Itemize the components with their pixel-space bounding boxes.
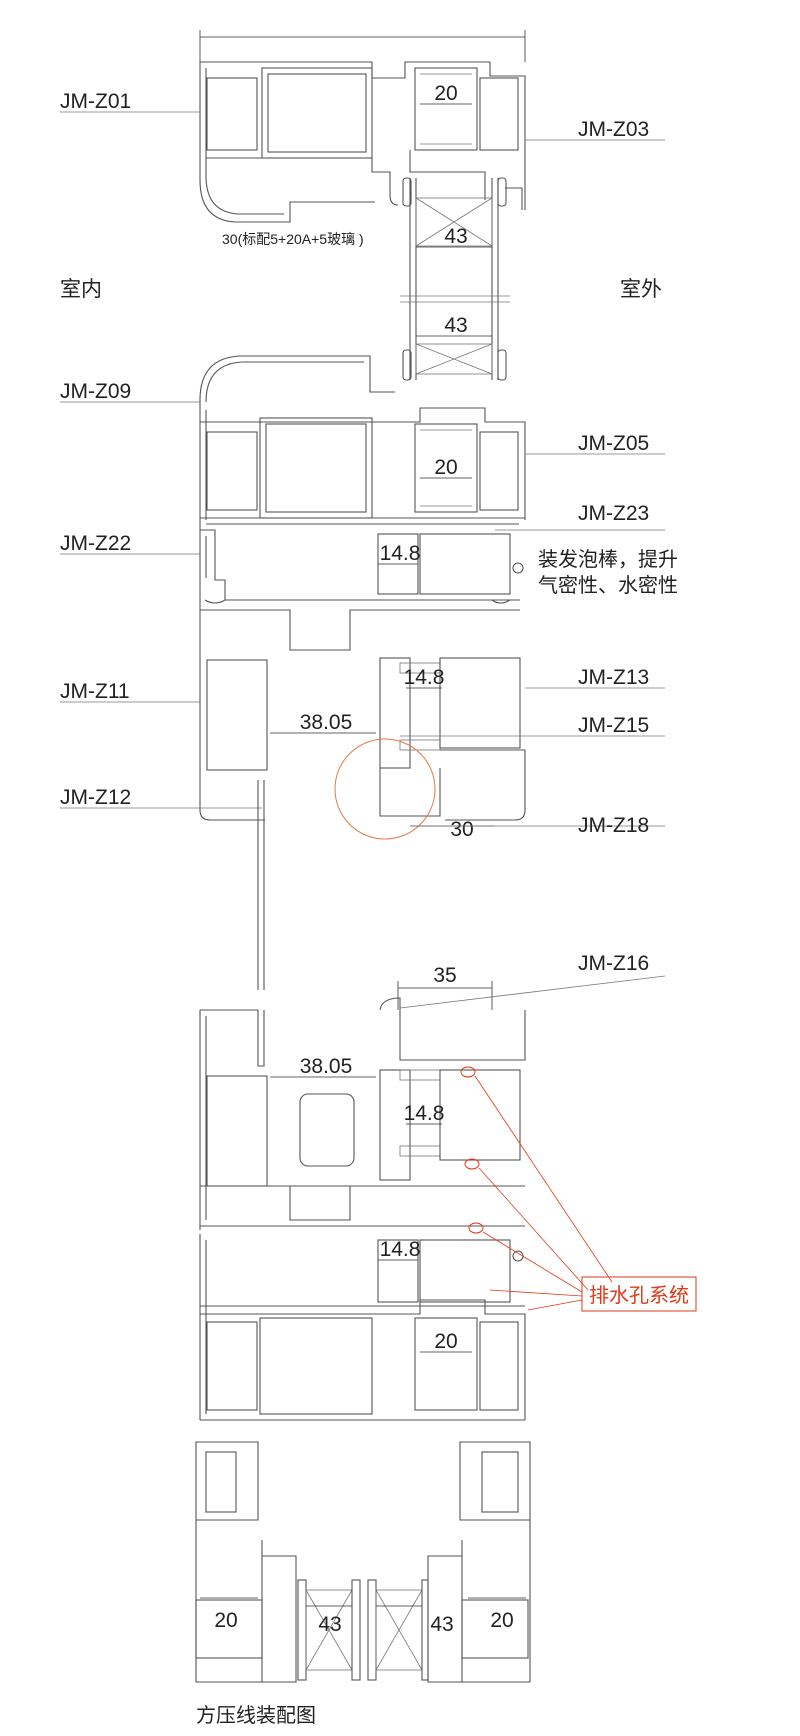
dim-35: 35 [433, 964, 456, 987]
foam-note-line2: 气密性、水密性 [538, 574, 678, 597]
drain-hole-2 [464, 1158, 480, 1170]
lock-block [299, 1093, 355, 1167]
dim-38-05-b: 38.05 [300, 1055, 353, 1078]
bottom-assembly-left: 20 43 [195, 1441, 361, 1683]
label-jm-z12: JM-Z12 [60, 786, 131, 809]
glass-spacer-bottom [415, 343, 493, 375]
bottom-assembly-right: 20 43 [367, 1441, 531, 1683]
drain-hole-1 [460, 1066, 476, 1078]
dim-20-mid: 20 [434, 456, 457, 479]
label-jm-z16: JM-Z16 [578, 952, 649, 975]
dim-43-a: 43 [444, 225, 467, 248]
dim-20-br: 20 [490, 1609, 513, 1632]
dim-20-top: 20 [434, 82, 457, 105]
top-frame-section: 20 JM-Z01 JM-Z03 30(标配5+20A+5玻璃 ) [60, 30, 665, 247]
thermal-break-top [414, 67, 478, 151]
dim-43-bl: 43 [318, 1613, 341, 1636]
frame-z09-outline [199, 355, 395, 401]
drain-system-box [581, 1276, 697, 1312]
frame-z01-outline [199, 62, 375, 223]
label-jm-z13: JM-Z13 [578, 666, 649, 689]
dim-14-8-c: 14.8 [404, 1102, 445, 1125]
label-jm-z03: JM-Z03 [578, 118, 649, 141]
thermal-break-mid [414, 423, 478, 513]
drain-hole-3 [468, 1222, 484, 1234]
foam-rod-upper [512, 562, 524, 574]
dim-38-05-a: 38.05 [300, 711, 353, 734]
caption-assembly: 方压线装配图 [196, 1704, 316, 1727]
label-jm-z11: JM-Z11 [60, 680, 130, 703]
thermal-break-low [414, 1317, 478, 1411]
dim-43-b: 43 [444, 314, 467, 337]
sash-mid-section: 14.8 38.05 30 JM-Z11 JM-Z13 JM-Z15 JM-Z1… [60, 609, 665, 990]
glass-spacer-top [415, 197, 493, 247]
drain-hole-system: 排水孔系统 [460, 1066, 697, 1312]
glass-note: 30(标配5+20A+5玻璃 ) [222, 231, 364, 247]
interlock-upper-section: 14.8 JM-Z22 装发泡棒，提升 气密性、水密性 [60, 529, 678, 604]
mullion-inner [379, 657, 411, 769]
label-jm-z09: JM-Z09 [60, 380, 131, 403]
dim-20-low: 20 [434, 1330, 457, 1353]
sash-lower-section: 35 JM-Z16 38.05 14.8 14.8 20 [199, 952, 666, 1421]
label-indoor: 室内 [60, 278, 102, 301]
label-outdoor: 室外 [620, 278, 662, 301]
sash-upper-section: 20 JM-Z09 JM-Z05 JM-Z23 [60, 355, 665, 680]
dim-14-8-b: 14.8 [404, 666, 445, 689]
foam-note-line1: 装发泡棒，提升 [538, 548, 678, 571]
label-jm-z23: JM-Z23 [578, 502, 649, 525]
label-jm-z15: JM-Z15 [578, 714, 649, 737]
label-jm-z01: JM-Z01 [60, 90, 131, 113]
dim-43-br: 43 [430, 1613, 453, 1636]
highlight-circle [334, 738, 436, 840]
dim-14-8-d: 14.8 [380, 1238, 421, 1261]
label-jm-z05: JM-Z05 [578, 432, 649, 455]
dim-14-8-a: 14.8 [380, 542, 421, 565]
glass-unit: 43 43 [400, 178, 510, 381]
dim-30: 30 [450, 818, 473, 841]
foam-rod-lower [512, 1250, 524, 1262]
label-drain-system: 排水孔系统 [589, 1284, 689, 1307]
label-jm-z18: JM-Z18 [578, 814, 649, 837]
label-jm-z22: JM-Z22 [60, 532, 131, 555]
dim-20-bl: 20 [214, 1609, 237, 1632]
